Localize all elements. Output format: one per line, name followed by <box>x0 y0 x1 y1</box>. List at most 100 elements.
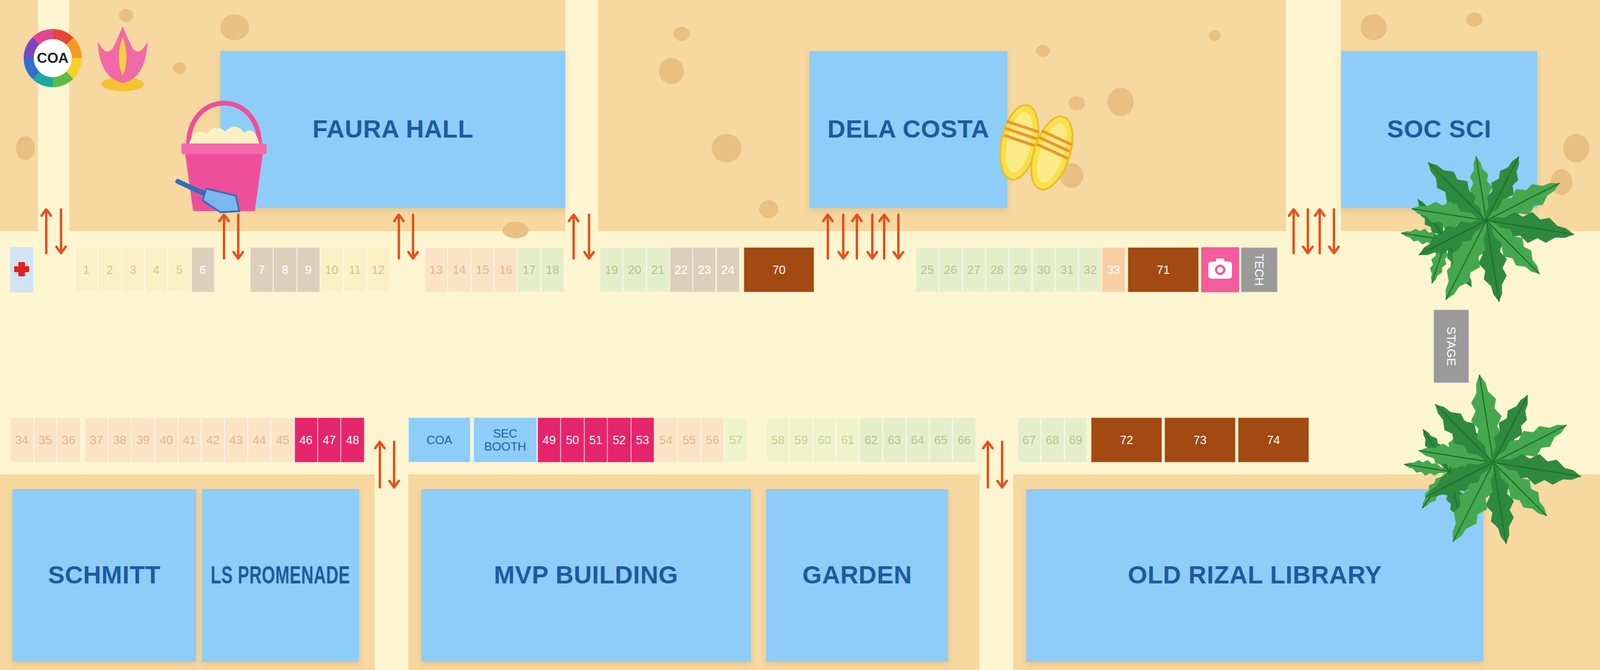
building: GARDEN <box>766 488 949 662</box>
booth: 33 <box>1101 247 1125 293</box>
booth-number: 41 <box>183 433 197 447</box>
booth: 40 <box>154 417 178 463</box>
booth: 14 <box>447 247 471 293</box>
booth-number: 14 <box>452 263 466 277</box>
sandal-strap <box>1039 138 1070 152</box>
booth: 3 <box>121 247 145 293</box>
camera-lens <box>1217 266 1224 273</box>
palm-frond <box>1432 213 1501 307</box>
walkway <box>0 231 1600 475</box>
first-aid-booth <box>10 247 34 293</box>
pebble <box>220 14 249 41</box>
booth: 47 <box>317 417 341 463</box>
booth: 18 <box>541 247 565 293</box>
palm-frond <box>1486 411 1574 475</box>
booth-number: 32 <box>1083 263 1097 277</box>
arrow-up <box>1318 210 1321 254</box>
red-cross <box>18 261 25 277</box>
building: DELA COSTA <box>809 50 1008 208</box>
sandal-inner <box>1001 109 1038 175</box>
booth: 23 <box>692 247 716 293</box>
booth-number: 51 <box>589 433 603 447</box>
booth: 72 <box>1090 417 1163 463</box>
booth-number: 66 <box>957 433 971 447</box>
arrow-head <box>1303 246 1313 254</box>
booth-number: 33 <box>1106 263 1120 277</box>
palm-frond <box>1425 394 1504 473</box>
walkway <box>1285 0 1342 232</box>
booth-number: 30 <box>1037 263 1051 277</box>
pebble <box>1550 168 1573 195</box>
building-name: SOC SCI <box>1386 115 1491 143</box>
logo-ring <box>23 29 82 88</box>
booth: 26 <box>938 247 962 293</box>
building: FAURA HALL <box>220 50 566 208</box>
bucket-body <box>184 151 264 211</box>
booth-number: 72 <box>1120 433 1134 447</box>
frond-rib <box>1448 420 1466 472</box>
walkway <box>374 474 409 670</box>
booth: 34 <box>10 417 34 463</box>
photo-booth <box>1201 247 1240 293</box>
booth: 48 <box>340 417 364 463</box>
booth-number: 23 <box>698 263 712 277</box>
pebble <box>119 8 134 22</box>
booth: 7 <box>250 247 274 293</box>
booth-number: 21 <box>651 263 665 277</box>
camera-icon <box>1208 261 1232 279</box>
booth-number: 55 <box>682 433 696 447</box>
frond-rib <box>1411 208 1487 221</box>
palm-frond <box>1479 459 1521 546</box>
booth-number: 63 <box>887 433 901 447</box>
arrow-head <box>584 251 594 259</box>
booth-number: 1 <box>82 263 90 277</box>
booth-number: 12 <box>371 263 385 277</box>
pebble <box>759 200 779 219</box>
booth-number: 5 <box>176 263 183 277</box>
booth-number: 48 <box>346 433 360 447</box>
booth: 19 <box>599 247 623 293</box>
palm-tree <box>1409 150 1577 307</box>
palm-frond <box>1443 231 1496 262</box>
arrow-down <box>1000 441 1004 486</box>
arrow-head <box>394 214 404 222</box>
building-name: SCHMITT <box>48 561 161 589</box>
booth-number: 69 <box>1069 433 1083 447</box>
arrow-head <box>568 214 579 222</box>
palm-frond <box>1444 463 1497 502</box>
booth-number: 4 <box>152 263 160 277</box>
walkway <box>979 474 1014 670</box>
palm-tree <box>1402 417 1497 526</box>
frond-rib <box>1403 464 1449 472</box>
booth-number: 56 <box>705 433 719 447</box>
arrow-head <box>852 214 862 222</box>
arrow-up <box>222 215 226 259</box>
booth: 29 <box>1008 247 1032 293</box>
booth: 8 <box>273 247 297 293</box>
booth: 59 <box>789 417 813 463</box>
booth-number: 29 <box>1013 263 1027 277</box>
frond-rib <box>1418 220 1487 255</box>
arrow-up <box>397 215 400 259</box>
frond-rib <box>1428 162 1487 221</box>
frond-rib <box>1479 374 1494 463</box>
booth-number: 42 <box>206 433 220 447</box>
info-booth: SEC BOOTH <box>473 417 537 463</box>
booth: 22 <box>669 247 693 293</box>
frond-rib <box>1493 462 1582 476</box>
palm-frond <box>1439 455 1508 549</box>
arrow-head <box>823 214 833 222</box>
booth-number: 17 <box>522 263 536 277</box>
arrow-up <box>378 442 382 488</box>
frond-rib <box>1486 220 1500 302</box>
booth-number: 18 <box>545 263 559 277</box>
booth: 52 <box>607 417 631 463</box>
frond-rib <box>1453 462 1494 542</box>
booth: 71 <box>1127 247 1199 293</box>
arrow-head <box>408 251 418 259</box>
booth: 74 <box>1237 417 1310 463</box>
palm-frond <box>1399 225 1448 248</box>
frond-rib <box>1445 216 1485 240</box>
frond-rib <box>1493 394 1528 463</box>
arrow-head <box>997 480 1007 488</box>
